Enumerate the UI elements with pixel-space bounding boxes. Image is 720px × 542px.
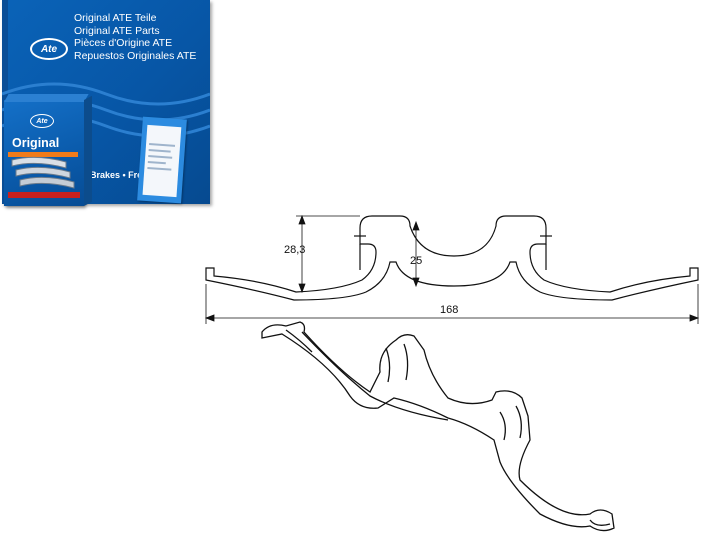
brand-line-de: Original ATE Teile — [74, 12, 157, 24]
dim-168 — [204, 284, 700, 324]
brand-line-en: Original ATE Parts — [74, 24, 160, 37]
ate-logo-small-icon: Ate — [30, 114, 54, 128]
package-box-front: Ate Original — [4, 94, 92, 206]
dim-25 — [412, 220, 420, 288]
dim-28-3 — [296, 214, 360, 294]
spring-front-view — [205, 215, 699, 301]
brand-line-es: Repuestos Originales ATE — [74, 49, 197, 62]
original-title: Original — [12, 136, 60, 150]
brand-line-fr: Pièces d'Origine ATE — [74, 37, 173, 49]
brake-pads-icon — [11, 156, 75, 189]
ate-logo-small-text: Ate — [36, 117, 48, 125]
brakes-tagline: Brakes • Fre — [90, 170, 143, 180]
dim-label-28-3: 28,3 — [284, 244, 306, 256]
red-strip — [8, 192, 80, 198]
dim-label-25: 25 — [410, 255, 423, 267]
orange-strip — [8, 152, 78, 157]
ate-logo-icon: Ate — [30, 38, 68, 60]
brand-lines: Original ATE Teile Original ATE Parts Pi… — [74, 12, 212, 62]
spring-iso-view — [261, 321, 615, 532]
ate-logo-text: Ate — [40, 43, 58, 55]
dim-label-168: 168 — [440, 304, 459, 316]
